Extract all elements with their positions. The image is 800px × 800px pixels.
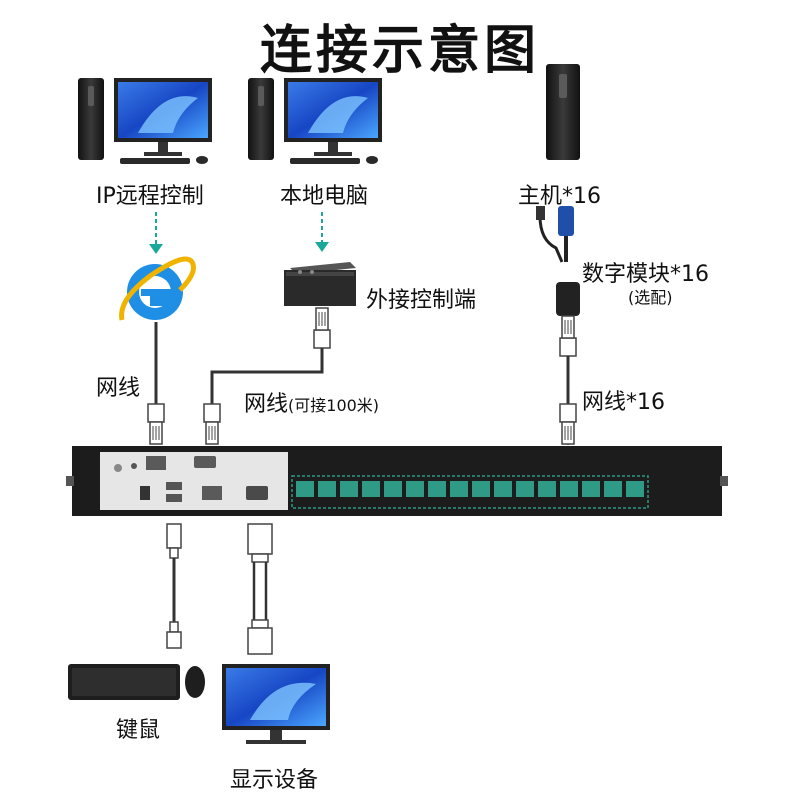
rj45-port (428, 481, 446, 497)
vga-plug-icon (247, 523, 273, 563)
digital-module-label: 数字模块*16 (582, 262, 709, 287)
keyboard-mouse-label: 键鼠 (116, 718, 161, 743)
rj45-port (450, 481, 468, 497)
usb-plug-icon (166, 621, 182, 649)
display-device-label: 显示设备 (230, 768, 319, 793)
network-cable-16-label: 网线*16 (582, 390, 665, 415)
mouse-icon (185, 666, 205, 698)
vga-plug-icon (247, 619, 273, 655)
rj45-port (494, 481, 512, 497)
ip-remote-label: IP远程控制 (96, 184, 204, 209)
kvm-extender-icon (284, 262, 356, 306)
network-cable-note: (可接100米) (288, 396, 380, 415)
network-cable-label: 网线(可接100米) (244, 386, 379, 418)
host-label: 主机*16 (518, 184, 601, 209)
rj45-plug-icon (559, 315, 577, 357)
rj45-port (406, 481, 424, 497)
desktop-computer-icon (78, 78, 212, 164)
desktop-computer-icon (248, 78, 382, 164)
rj45-port (560, 481, 578, 497)
desktop-computer-icon (546, 64, 580, 160)
rj45-port (538, 481, 556, 497)
rj45-port (626, 481, 644, 497)
optional-label: (选配) (628, 288, 673, 307)
network-cable-text: 网线 (244, 392, 289, 417)
keyboard-icon (68, 664, 180, 700)
external-controller-label: 外接控制端 (366, 288, 477, 313)
rj45-port (516, 481, 534, 497)
monitor-icon (222, 664, 330, 744)
rj45-port (472, 481, 490, 497)
rj45-plug-icon (559, 403, 577, 445)
rj45-port (582, 481, 600, 497)
rj45-plug-icon (203, 403, 221, 445)
kvm-switch (66, 446, 728, 516)
local-pc-label: 本地电脑 (280, 184, 369, 209)
rj45-port (604, 481, 622, 497)
rj45-port (318, 481, 336, 497)
network-cable-label: 网线 (96, 376, 141, 401)
internet-explorer-icon (119, 256, 196, 321)
page-title: 连接示意图 (259, 21, 540, 81)
rj45-port (384, 481, 402, 497)
rj45-port (362, 481, 380, 497)
rj45-port (340, 481, 358, 497)
rj45-plug-icon (313, 307, 331, 349)
rj45-plug-icon (147, 403, 165, 445)
usb-plug-icon (166, 523, 182, 559)
rj45-port (296, 481, 314, 497)
